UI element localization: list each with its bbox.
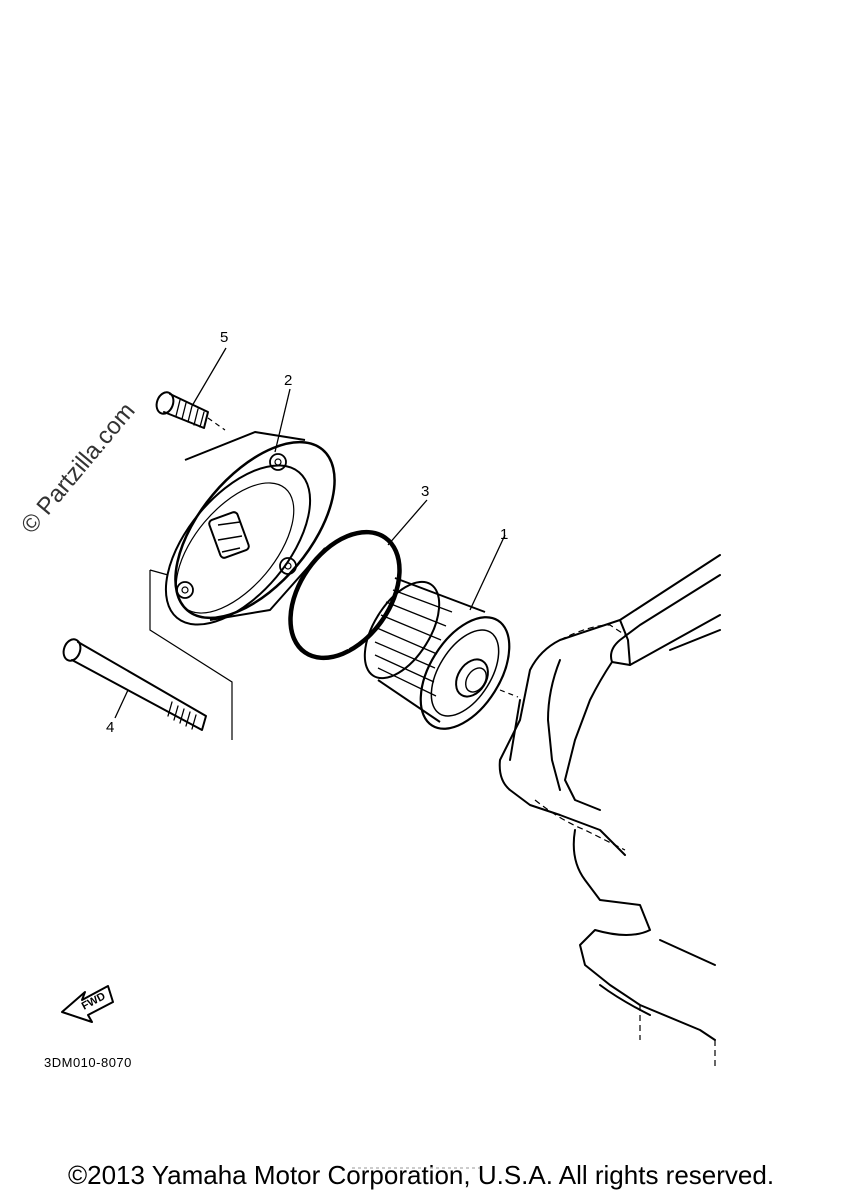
callout-number-1: 1	[500, 526, 508, 543]
callout-number-3: 3	[421, 483, 429, 500]
forward-arrow-icon: FWD	[61, 985, 114, 1023]
callout-number-4: 4	[106, 719, 114, 736]
callout-number-2: 2	[284, 372, 292, 389]
long-bolt	[62, 638, 207, 731]
crankcase-hidden-lines	[534, 624, 716, 1070]
oil-filter-cover	[164, 431, 336, 626]
drawing-code: 3DM010-8070	[44, 1055, 132, 1070]
callout-leaders	[114, 347, 506, 719]
assembly-lines	[149, 417, 519, 740]
callout-number-5: 5	[220, 329, 228, 346]
o-ring	[288, 529, 402, 661]
crankcase-outline	[498, 554, 721, 1041]
watermark-text: © Partzilla.com	[16, 398, 141, 539]
oil-filter-element	[363, 577, 511, 730]
copyright-notice: ©2013 Yamaha Motor Corporation, U.S.A. A…	[67, 1160, 775, 1190]
short-bolt	[155, 391, 209, 429]
